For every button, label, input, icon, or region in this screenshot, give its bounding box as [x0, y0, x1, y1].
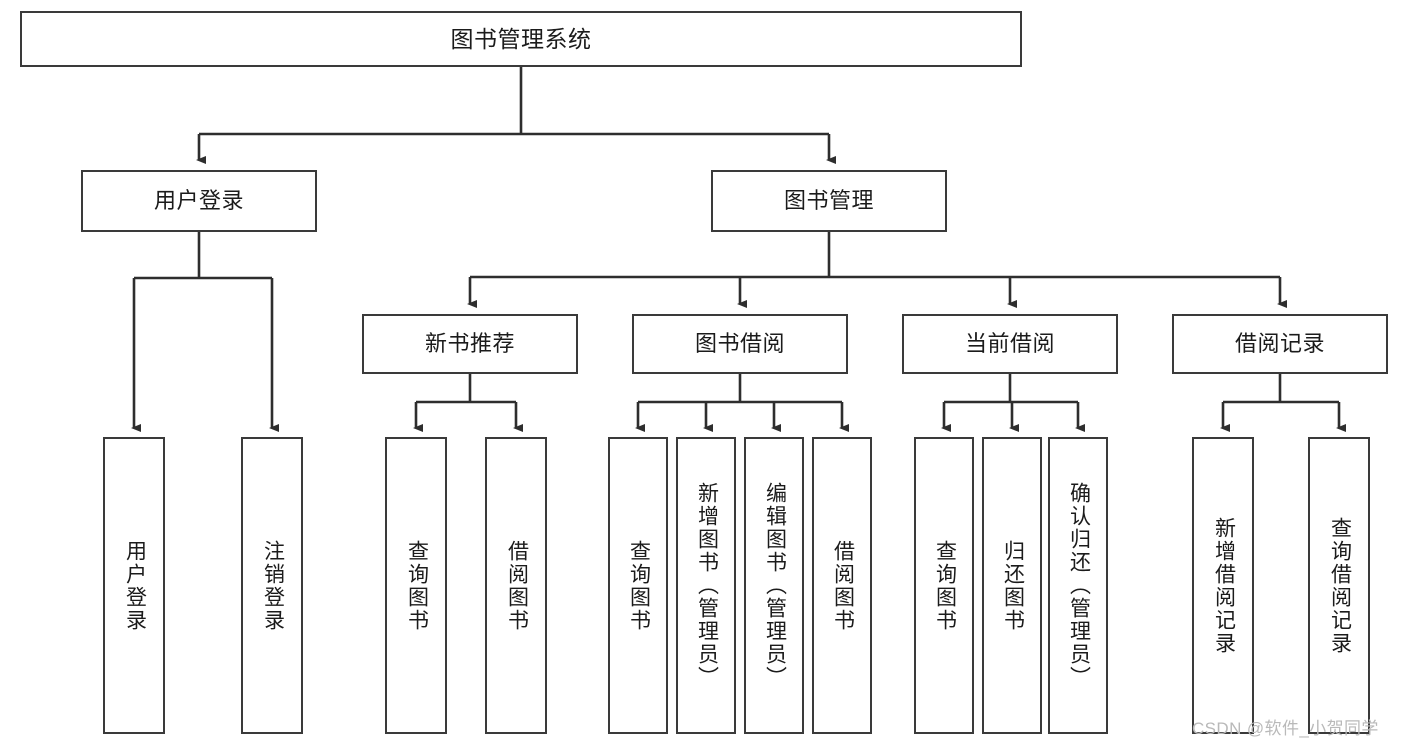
leaf-return-book[interactable]: 归还图书 — [982, 437, 1042, 734]
leaf-add-borrow-record[interactable]: 新增借阅记录 — [1192, 437, 1254, 734]
node-label: 归还图书 — [1001, 539, 1025, 632]
leaf-query-book-borrow[interactable]: 查询图书 — [608, 437, 668, 734]
leaf-logout-login[interactable]: 注销登录 — [241, 437, 303, 734]
node-label: 新增借阅记录 — [1212, 516, 1236, 655]
node-label: 借阅图书 — [831, 539, 855, 632]
node-label: 新书推荐 — [424, 331, 515, 357]
leaf-user-login[interactable]: 用户登录 — [103, 437, 165, 734]
node-label: 用户登录 — [153, 188, 244, 214]
node-label: 编辑图书（管理员） — [763, 482, 787, 689]
node-current-borrow[interactable]: 当前借阅 — [902, 314, 1118, 374]
node-label: 图书管理系统 — [450, 25, 592, 52]
node-root-system[interactable]: 图书管理系统 — [20, 11, 1022, 67]
node-book-manage[interactable]: 图书管理 — [711, 170, 947, 232]
node-label: 用户登录 — [123, 539, 147, 632]
node-label: 图书管理 — [783, 188, 874, 214]
leaf-borrow-book[interactable]: 借阅图书 — [812, 437, 872, 734]
node-label: 借阅记录 — [1234, 331, 1325, 357]
node-label: 查询图书 — [627, 539, 651, 632]
node-label: 图书借阅 — [694, 331, 785, 357]
node-label: 当前借阅 — [964, 331, 1055, 357]
node-label: 注销登录 — [261, 539, 285, 632]
leaf-query-book-current[interactable]: 查询图书 — [914, 437, 974, 734]
node-borrow-record[interactable]: 借阅记录 — [1172, 314, 1388, 374]
leaf-edit-book-admin[interactable]: 编辑图书（管理员） — [744, 437, 804, 734]
node-user-login[interactable]: 用户登录 — [81, 170, 317, 232]
leaf-confirm-return-admin[interactable]: 确认归还（管理员） — [1048, 437, 1108, 734]
node-label: 新增图书（管理员） — [695, 482, 719, 689]
csdn-watermark: CSDN @软件_小贺同学 — [1192, 719, 1379, 738]
node-new-book-recommend[interactable]: 新书推荐 — [362, 314, 578, 374]
leaf-borrow-book-recommend[interactable]: 借阅图书 — [485, 437, 547, 734]
node-label: 查询图书 — [405, 539, 429, 632]
leaf-add-book-admin[interactable]: 新增图书（管理员） — [676, 437, 736, 734]
node-label: 查询图书 — [933, 539, 957, 632]
node-label: 确认归还（管理员） — [1067, 482, 1091, 689]
node-book-borrow[interactable]: 图书借阅 — [632, 314, 848, 374]
node-label: 查询借阅记录 — [1328, 516, 1352, 655]
node-label: 借阅图书 — [505, 539, 529, 632]
leaf-query-borrow-record[interactable]: 查询借阅记录 — [1308, 437, 1370, 734]
leaf-query-book-recommend[interactable]: 查询图书 — [385, 437, 447, 734]
